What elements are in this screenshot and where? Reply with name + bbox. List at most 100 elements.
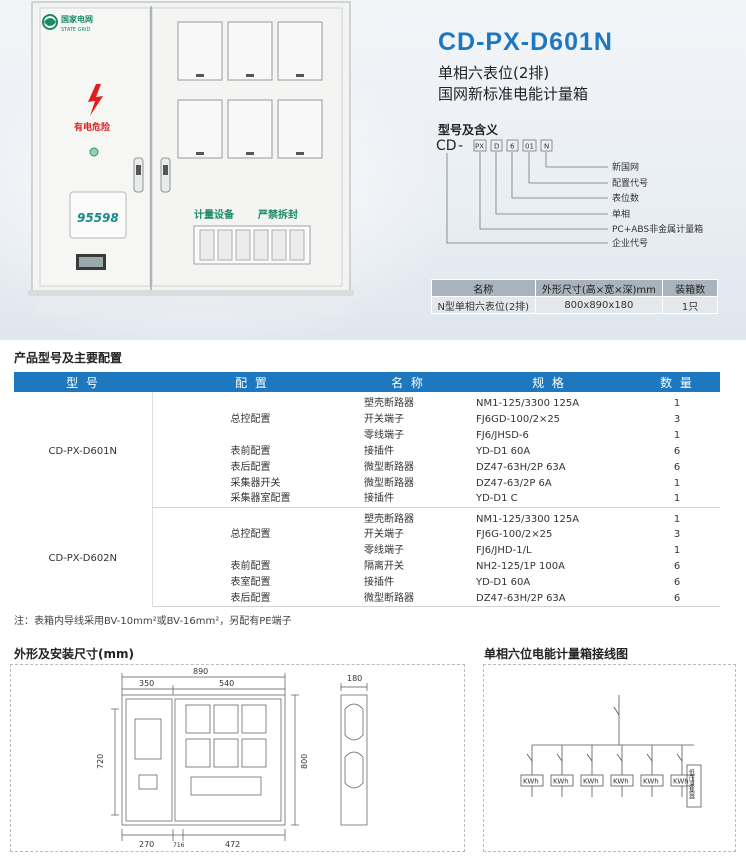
config-qty-cell: 1: [673, 477, 681, 489]
config-qty-cell: 6: [673, 561, 681, 572]
wiring-switch-line: [616, 753, 623, 762]
meter-box: [580, 774, 604, 787]
dim-right-width: 540: [219, 679, 234, 688]
spec-table: 名称 外形尺寸(高×宽×深)mm 装箱数 N型单相六表位(2排) 800x890…: [431, 279, 718, 314]
config-model-cell: CD-PX-D601N: [14, 392, 153, 507]
model-code-boxes: [473, 139, 553, 152]
config-spec-cell: DZ47-63H/2P 63A: [476, 461, 566, 473]
meaning-meter-count: 表位数: [612, 192, 639, 204]
config-name-cell: 零线端子: [364, 545, 404, 556]
spec-header-qty: 装箱数: [662, 279, 718, 297]
state-grid-logo-icon: [42, 14, 58, 30]
wiring-switch-line: [586, 753, 593, 762]
config-cfg-cell: 表后配置: [230, 461, 271, 473]
window-label-meter: 计量设备: [194, 208, 235, 221]
wiring-switch-line: [676, 753, 683, 762]
config-cfg-cell: 采集器室配置: [152, 491, 352, 508]
wiring-section-title: 单相六位电能计量箱接线图: [484, 647, 629, 661]
meaning-company-code: 企业代号: [612, 237, 648, 249]
dim-left-width: 350: [139, 679, 154, 688]
config-name-cell: 微型断路器: [364, 477, 414, 489]
config-spec-cell: FJ6G-100/2×25: [476, 529, 553, 540]
product-subtitle-2: 国网新标准电能计量箱: [438, 85, 589, 103]
cabinet-illustration: 国家电网 STATE GRID 有电危险 95598 计量设备 严禁拆封: [28, 1, 354, 314]
config-name-cell: 接插件: [364, 445, 394, 457]
dim-depth: 180: [347, 674, 362, 683]
spec-header-size: 外形尺寸(高×宽×深)mm: [534, 279, 664, 297]
config-name-cell: 塑壳断路器: [364, 513, 414, 525]
dim-bottom-right: 472: [225, 840, 240, 849]
wiring-note: 注：表箱内导线采用BV-10mm²或BV-16mm²，另配有PE端子: [14, 616, 292, 627]
meter-label: KWh: [673, 778, 689, 786]
wiring-switch-line: [646, 753, 653, 762]
model-dash: -: [458, 138, 463, 154]
meaning-single-phase: 单相: [612, 208, 630, 220]
config-spec-cell: YD-D1 C: [464, 491, 634, 508]
dim-height-right: 800: [300, 754, 309, 769]
lightning-warning-icon: [88, 84, 103, 116]
logo-text: 国家电网: [61, 14, 93, 24]
table-row: 总控配置 开关端子 FJ6GD-100/2×25 3: [14, 411, 720, 427]
table-row: 表后配置 微型断路器 DZ47-63H/2P 63A 6: [14, 459, 720, 475]
config-header-spec: 规 格: [464, 372, 634, 392]
config-cfg-cell: [152, 507, 352, 527]
config-spec-cell: FJ6GD-100/2×25: [476, 413, 561, 425]
config-name-cell: 接插件: [364, 577, 394, 588]
config-qty-cell: 3: [673, 413, 681, 425]
config-cfg-cell: 总控配置: [230, 413, 271, 425]
config-name-cell: 微型断路器: [352, 590, 464, 607]
config-spec-cell: NH2-125/1P 100A: [476, 561, 565, 572]
dimension-drawing-frame: 350 890 540 720 800 180 270 716 472: [10, 664, 465, 852]
spec-cell-size: 800x890x180: [534, 296, 664, 314]
model-code-title: 型号及含义: [438, 123, 499, 137]
config-name-cell: 微型断路器: [364, 461, 414, 473]
hero-banner: 国家电网 STATE GRID 有电危险 95598 计量设备 严禁拆封: [0, 0, 746, 340]
config-name-cell: 开关端子: [364, 413, 404, 425]
config-qty-cell: 6: [673, 461, 681, 473]
config-cfg-cell: [152, 543, 352, 559]
meaning-config-code: 配置代号: [612, 178, 648, 189]
config-name-cell: 接插件: [352, 491, 464, 508]
meter-label: KWh: [613, 778, 629, 786]
config-cfg-cell: [152, 392, 352, 411]
meter-label: KWh: [583, 778, 599, 786]
dim-bottom-left: 270: [139, 840, 154, 849]
config-qty-cell: 6: [673, 445, 681, 457]
meaning-material: PC+ABS非金属计量箱: [612, 223, 703, 235]
config-name-cell: 塑壳断路器: [364, 398, 414, 409]
product-title: CD-PX-D601N: [438, 28, 613, 56]
model-box-new: N: [544, 143, 549, 151]
dimension-drawing: 350 890 540 720 800 180 270 716 472: [96, 667, 368, 849]
meaning-new-grid: 新国网: [612, 161, 639, 173]
model-box-count: 6: [510, 143, 515, 151]
dim-total-width: 890: [193, 667, 208, 676]
config-header-model: 型 号: [14, 372, 152, 392]
config-cfg-cell: 采集器开关: [230, 477, 281, 489]
collector-box: [686, 764, 702, 808]
config-cfg-cell: 表室配置: [230, 577, 271, 588]
meter-box: [520, 774, 544, 787]
config-spec-cell: YD-D1 60A: [476, 577, 531, 588]
spec-header-name: 名称: [431, 279, 536, 297]
dim-bottom-mid: 716: [173, 842, 185, 849]
config-section-title: 产品型号及主要配置: [14, 351, 123, 365]
config-qty-cell: 6: [634, 590, 720, 607]
warning-text: 有电危险: [74, 121, 111, 133]
config-qty-cell: 1: [673, 398, 681, 409]
config-name-cell: 零线端子: [364, 429, 404, 441]
config-name-cell: 隔离开关: [364, 561, 404, 572]
config-spec-cell: FJ6/JHD-1/L: [476, 545, 532, 556]
